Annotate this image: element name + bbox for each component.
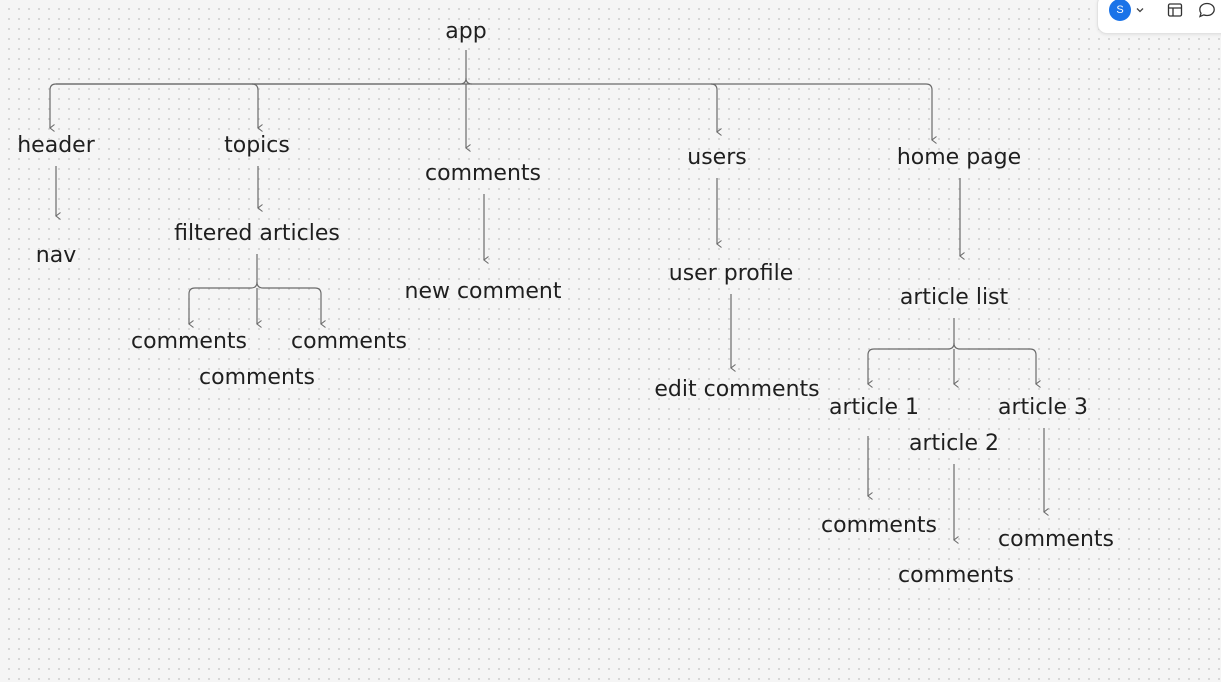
article-branch-trunk bbox=[953, 318, 1041, 388]
node-topics[interactable]: topics bbox=[224, 133, 290, 158]
comment-icon[interactable] bbox=[1196, 0, 1218, 21]
article-branch-left bbox=[867, 342, 955, 388]
node-users[interactable]: users bbox=[687, 145, 747, 170]
node-user-profile[interactable]: user profile bbox=[668, 261, 794, 286]
node-nav[interactable]: nav bbox=[35, 243, 77, 268]
user-avatar[interactable]: S bbox=[1109, 0, 1131, 21]
filtered-branch-trunk bbox=[256, 254, 326, 328]
node-app[interactable]: app bbox=[445, 19, 487, 44]
node-article-1-comments[interactable]: comments bbox=[821, 513, 937, 538]
node-article-2[interactable]: article 2 bbox=[909, 431, 999, 456]
node-home-page[interactable]: home page bbox=[896, 145, 1022, 170]
node-topics-comments-mid[interactable]: comments bbox=[199, 365, 315, 390]
node-header[interactable]: header bbox=[17, 133, 95, 158]
app-branch-bar bbox=[56, 83, 933, 91]
node-article-1[interactable]: article 1 bbox=[829, 395, 919, 420]
node-edit-comments[interactable]: edit comments bbox=[654, 377, 820, 402]
collab-toolbar: S bbox=[1097, 0, 1221, 34]
node-article-list[interactable]: article list bbox=[899, 285, 1009, 310]
node-comments[interactable]: comments bbox=[425, 161, 541, 186]
node-filtered-articles[interactable]: filtered articles bbox=[174, 221, 340, 246]
edge-app-topics bbox=[251, 83, 263, 132]
node-new-comment[interactable]: new comment bbox=[404, 279, 562, 304]
layout-icon[interactable] bbox=[1164, 0, 1186, 21]
filtered-branch-left bbox=[188, 281, 258, 328]
node-article-3-comments[interactable]: comments bbox=[998, 527, 1114, 552]
app-branch-bar-left bbox=[49, 77, 467, 91]
node-topics-comments-right[interactable]: comments bbox=[291, 329, 407, 354]
edge-app-users bbox=[710, 83, 722, 136]
node-article-3[interactable]: article 3 bbox=[998, 395, 1088, 420]
node-topics-comments-left[interactable]: comments bbox=[131, 329, 247, 354]
node-article-2-comments[interactable]: comments bbox=[898, 563, 1014, 588]
app-branch-trunk bbox=[465, 50, 473, 85]
chevron-down-icon[interactable] bbox=[1134, 0, 1146, 21]
